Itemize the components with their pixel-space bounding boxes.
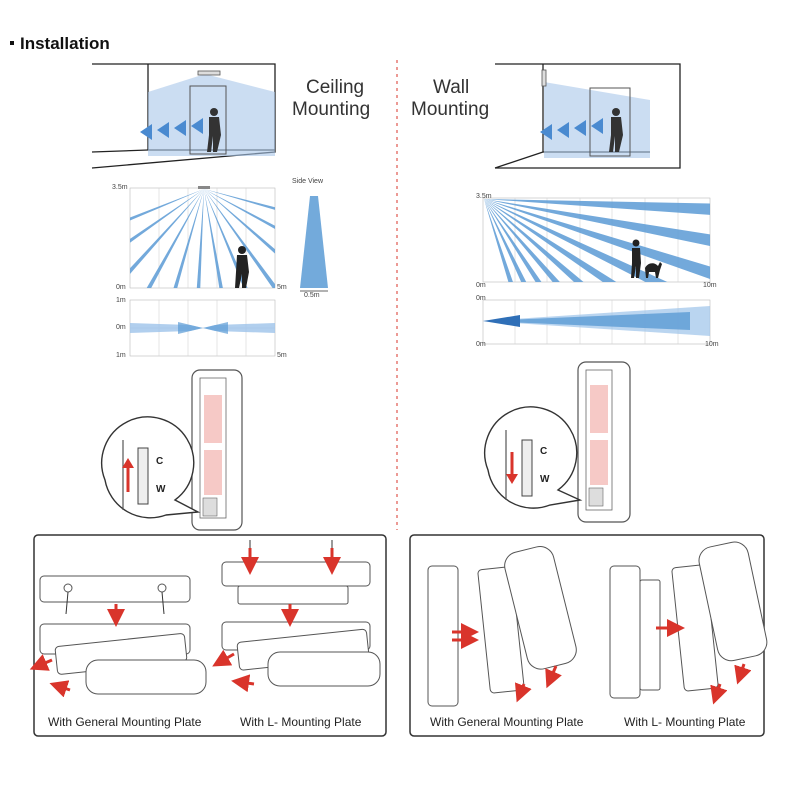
side-view-width-label: 0.5m — [304, 292, 320, 299]
ceiling-sensor-device — [191, 369, 243, 531]
side-view-cone — [300, 196, 328, 292]
wall-detection-chart — [482, 197, 711, 283]
ceiling-l-plate-caption: With L- Mounting Plate — [240, 715, 362, 729]
ceiling-room-illustration — [91, 63, 276, 169]
ceiling-height-bottom-label: 0m — [116, 284, 126, 291]
ceiling-title-line1: Ceiling — [306, 77, 365, 98]
ceiling-range-label: 5m — [277, 284, 287, 291]
detection-beam — [204, 189, 223, 288]
ceiling-switch-callout — [101, 416, 201, 519]
ceiling-top-lower-label: 1m — [116, 352, 126, 359]
wall-switch-c-label: C — [540, 446, 548, 457]
ceiling-general-plate-steps — [39, 575, 207, 695]
wall-top-lower-label: 0m — [476, 341, 486, 348]
wall-room-illustration — [494, 63, 681, 169]
detection-beam — [484, 199, 710, 279]
detection-beam — [204, 189, 275, 229]
wall-general-plate-steps — [427, 546, 577, 707]
detection-beam — [484, 199, 710, 215]
wall-height-bottom-label: 0m — [476, 282, 486, 289]
ceiling-top-upper-label: 1m — [116, 297, 126, 304]
wall-mounting-title: Wall Mounting — [411, 77, 489, 121]
detection-beam — [484, 199, 584, 282]
wall-title-line1: Wall — [433, 77, 470, 98]
detection-beam — [130, 189, 204, 221]
wall-l-plate-steps — [609, 541, 768, 699]
detection-beam — [204, 189, 275, 254]
detection-beam — [484, 199, 542, 282]
detection-beam — [484, 199, 710, 246]
ceiling-switch-w-label: W — [156, 484, 166, 495]
detection-beam — [204, 189, 275, 210]
wall-sensor-device — [577, 361, 631, 523]
ceiling-detection-chart — [129, 186, 276, 289]
ceiling-l-plate-steps — [221, 540, 381, 687]
detection-beam — [130, 189, 204, 275]
detection-beam — [484, 199, 560, 282]
detection-beam — [204, 189, 275, 288]
person-icon — [207, 108, 221, 152]
ceiling-mounting-title: Ceiling Mounting — [292, 77, 370, 121]
ceiling-switch-c-label: C — [156, 456, 164, 467]
wall-top-view-chart — [482, 299, 711, 345]
bullet-icon — [10, 41, 14, 46]
detection-beam — [484, 199, 617, 282]
dog-icon — [645, 262, 662, 278]
detection-beam — [130, 189, 204, 243]
wall-height-top-label: 3.5m — [476, 193, 492, 200]
detection-beam — [484, 199, 513, 282]
wall-top-range-label: 10m — [705, 341, 719, 348]
page-title: Installation — [8, 34, 110, 54]
detection-beam — [173, 189, 204, 288]
detection-beam — [196, 189, 204, 288]
wall-title-line2: Mounting — [411, 99, 490, 120]
wall-l-plate-caption: With L- Mounting Plate — [624, 715, 746, 729]
wall-general-plate-caption: With General Mounting Plate — [430, 715, 584, 729]
ceiling-top-mid-label: 0m — [116, 324, 126, 331]
detection-beam — [484, 199, 668, 282]
wall-switch-w-label: W — [540, 474, 550, 485]
detection-beam — [484, 199, 527, 282]
wall-switch-callout — [484, 406, 583, 509]
ceiling-top-range-label: 5m — [277, 352, 287, 359]
wall-range-label: 10m — [703, 282, 717, 289]
side-view-title: Side View — [292, 178, 324, 185]
ceiling-general-plate-caption: With General Mounting Plate — [48, 715, 202, 729]
ceiling-height-top-label: 3.5m — [112, 184, 128, 191]
detection-beam — [146, 189, 204, 288]
ceiling-top-view-chart — [129, 299, 276, 357]
ceiling-title-line2: Mounting — [292, 99, 371, 120]
page-title-text: Installation — [20, 34, 110, 53]
wall-top-upper-label: 0m — [476, 295, 486, 302]
